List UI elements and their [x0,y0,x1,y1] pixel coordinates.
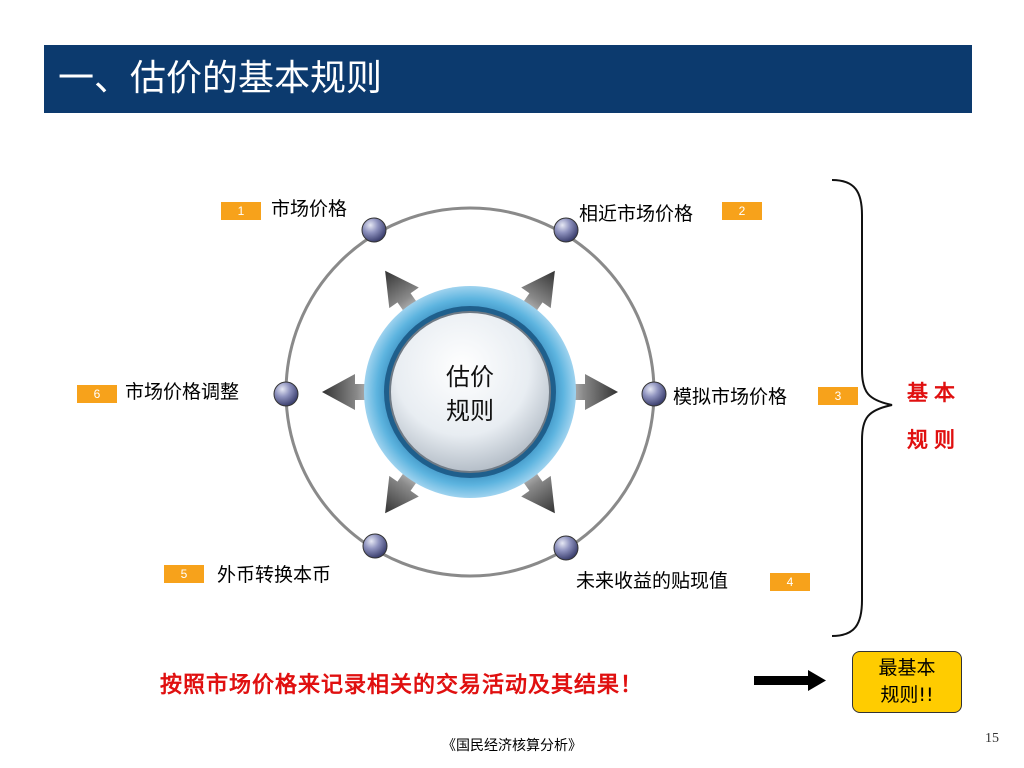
center-hub-core [389,311,551,473]
arrow-right [540,374,618,410]
node-badge-5: 5 [164,565,204,583]
node-label-discounted-future-income: 未来收益的贴现值 [576,570,729,592]
arrow-left [322,374,400,410]
node-badge-6: 6 [77,385,117,403]
node-label-currency-conversion: 外币转换本币 [217,564,332,586]
center-label-line2: 规则 [446,397,494,425]
center-label: 估价 规则 [430,360,510,428]
footer-course-title: 《国民经济核算分析》 [442,738,582,754]
callout-line2: 规则!! [880,684,934,706]
node-ball-2 [553,217,579,243]
node-badge-2: 2 [722,202,762,220]
callout-line1: 最基本 [878,657,936,679]
node-badge-4: 4 [770,573,810,591]
bottom-note: 按照市场价格来记录相关的交易活动及其结果！ [160,672,644,698]
node-ball-5 [362,533,388,559]
node-label-similar-market-price: 相近市场价格 [579,203,694,225]
brace-label-line2: 规则 [907,427,961,452]
node-label-market-price-adjustment: 市场价格调整 [125,381,240,403]
right-brace [831,179,893,637]
title-bar: 一、估价的基本规则 [44,45,972,113]
node-badge-1: 1 [221,202,261,220]
brace-label-line1: 基本 [907,380,961,405]
node-ball-4 [553,535,579,561]
node-badge-3: 3 [818,387,858,405]
slide-title: 一、估价的基本规则 [58,58,383,99]
node-ball-6 [273,381,299,407]
node-ball-1 [361,217,387,243]
callout-box: 最基本 规则!! [852,651,962,713]
node-ball-3 [641,381,667,407]
center-label-line1: 估价 [446,363,494,391]
arrow-to-callout [754,670,826,691]
page-number: 15 [985,731,999,746]
node-label-simulated-market-price: 模拟市场价格 [673,386,788,408]
node-label-market-price: 市场价格 [271,198,348,220]
